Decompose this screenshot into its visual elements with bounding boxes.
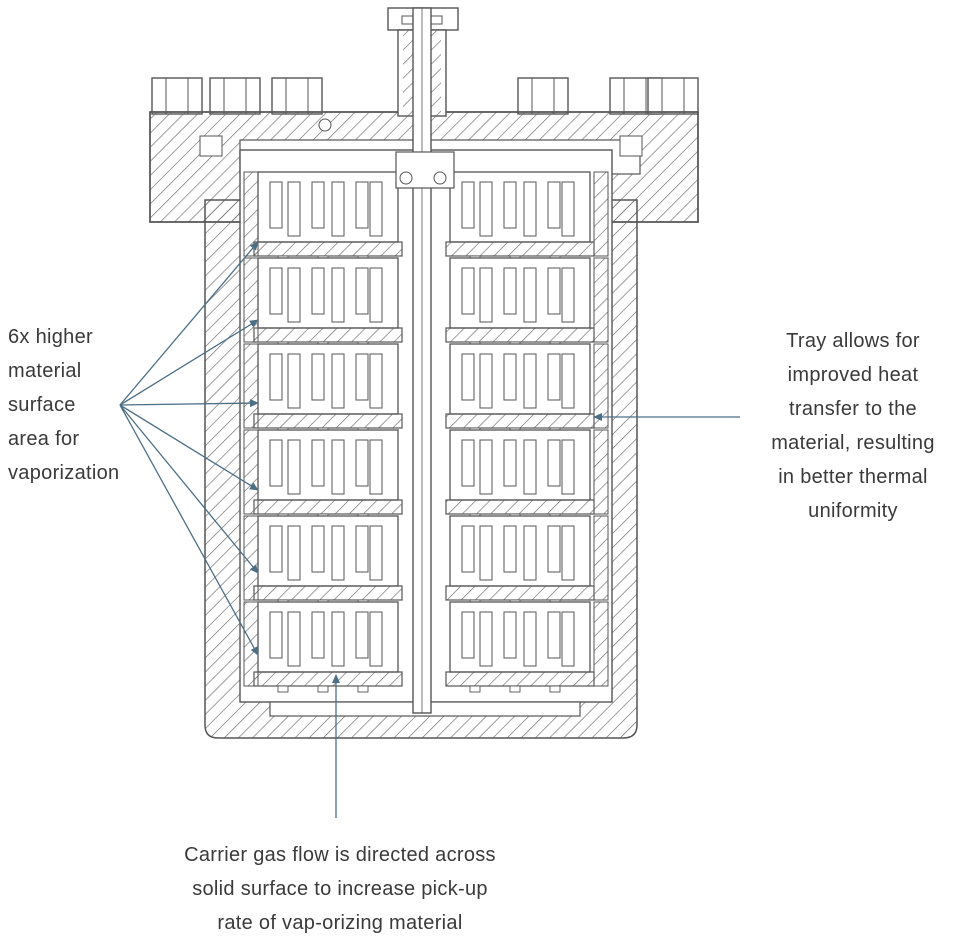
bolt: [151, 77, 203, 115]
callout-line: 6x higher: [8, 326, 93, 348]
tray: [243, 343, 609, 435]
callout-line: material, resulting: [771, 432, 935, 454]
callout-line: uniformity: [808, 500, 898, 522]
tray: [243, 257, 609, 349]
callout-line: vaporization: [8, 462, 120, 484]
bolt: [271, 77, 323, 115]
callout-line: Tray allows for: [786, 330, 920, 352]
tray: [243, 515, 609, 607]
callout-heat-transfer: Tray allows for improved heat transfer t…: [758, 324, 948, 528]
bolt: [209, 77, 261, 115]
callout-carrier-gas: Carrier gas flow is directed across soli…: [150, 838, 530, 940]
lid-bolts: [151, 77, 699, 115]
callout-line: in better thermal: [778, 466, 928, 488]
callout-arrows-left: [119, 241, 259, 656]
callout-line: rate of vap-orizing material: [217, 912, 463, 934]
callout-line: area for: [8, 428, 80, 450]
bolt: [647, 77, 699, 115]
tray: [243, 171, 609, 263]
callout-line: material: [8, 360, 82, 382]
tray: [243, 601, 609, 693]
center-tube: [387, 7, 459, 714]
callout-surface-area: 6x higher material surface area for vapo…: [8, 320, 119, 490]
bolt: [517, 77, 569, 115]
callout-line: surface: [8, 394, 76, 416]
callout-line: transfer to the: [789, 398, 917, 420]
callout-line: solid surface to increase pick-up: [192, 878, 488, 900]
tray-stack: [243, 171, 609, 693]
callout-line: Carrier gas flow is directed across: [184, 844, 496, 866]
callout-line: improved heat: [787, 364, 919, 386]
tray: [243, 429, 609, 521]
